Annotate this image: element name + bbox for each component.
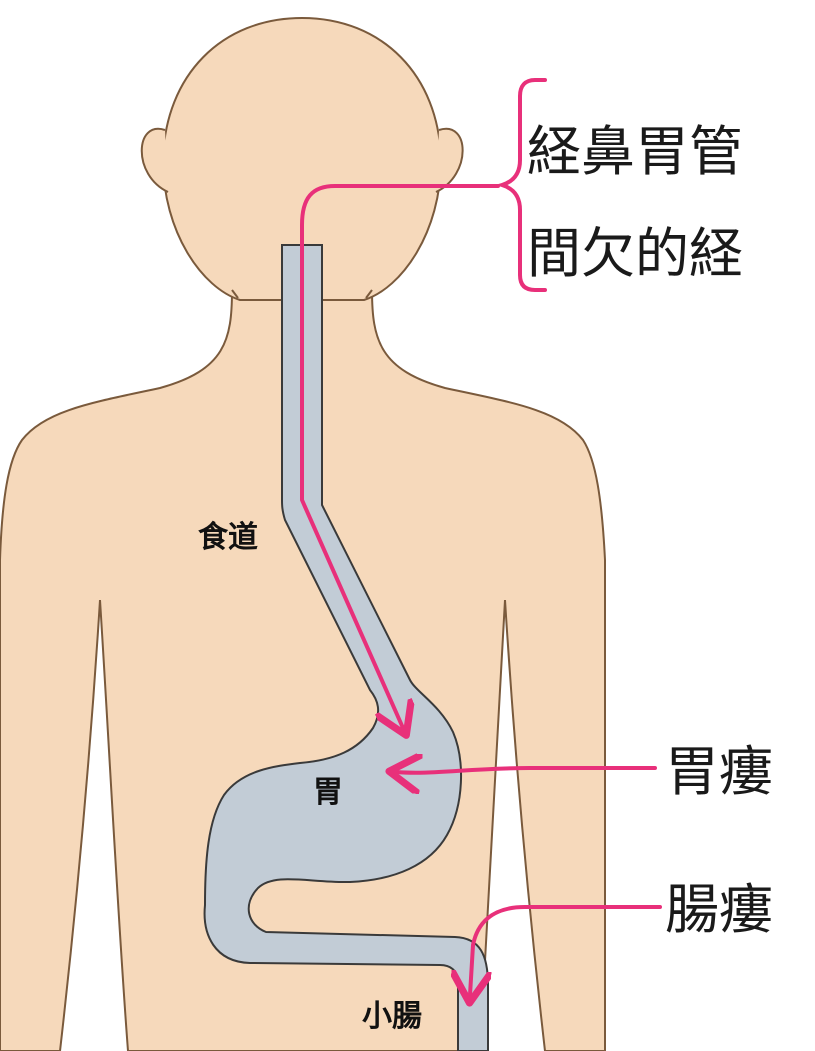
esophagus-label: 食道	[198, 520, 258, 555]
small-intestine-label: 小腸	[362, 999, 422, 1034]
route-label-gastrostomy: 胃瘻	[665, 740, 773, 803]
route-label-enterostomy: 腸瘻	[665, 878, 773, 941]
left-ear	[142, 129, 168, 192]
stomach-label: 胃	[313, 775, 343, 810]
right-ear	[436, 129, 463, 192]
route-label-nasogastric-line1: 経鼻胃管	[527, 120, 743, 183]
route-label-nasogastric-line2: 間欠的経	[527, 222, 743, 285]
